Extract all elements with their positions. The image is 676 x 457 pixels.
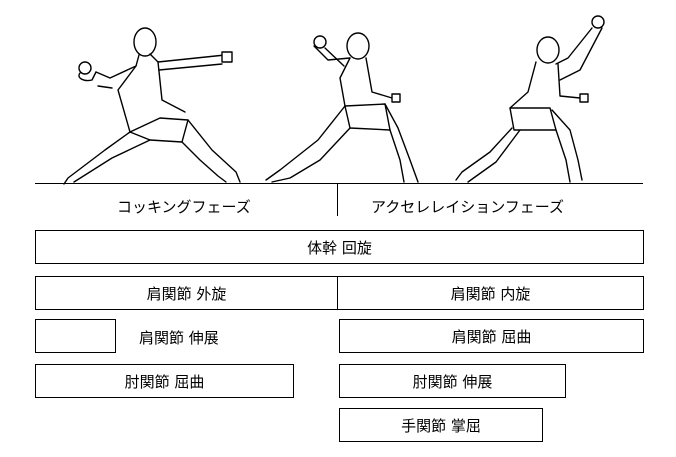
figure-cocking [63, 27, 241, 185]
shoulder-extension-label: 肩関節 伸展 [139, 329, 219, 347]
box-wrist-palmar-flexion: 手関節 掌屈 [339, 408, 543, 442]
box-trunk-rotation: 体幹 回旋 [35, 230, 644, 264]
box-elbow-flexion: 肘関節 屈曲 [35, 364, 294, 398]
shoulder-flexion-label: 肩関節 屈曲 [451, 327, 532, 346]
trunk-rotation-label: 体幹 回旋 [307, 238, 372, 257]
ground-line [35, 183, 643, 184]
figure-acceleration-late [455, 15, 605, 183]
shoulder-internal-rotation-label: 肩関節 内旋 [450, 284, 531, 303]
box-shoulder-external-rotation: 肩関節 外旋 [35, 276, 338, 310]
throwing-figures [63, 15, 605, 185]
phase-divider [337, 183, 338, 216]
elbow-extension-label: 肘関節 伸展 [412, 372, 493, 391]
box-shoulder-internal-rotation: 肩関節 内旋 [337, 276, 644, 310]
phase-label-cocking: コッキングフェーズ [117, 198, 251, 216]
box-shoulder-flexion: 肩関節 屈曲 [339, 319, 644, 353]
figure-acceleration-early [265, 32, 419, 183]
shoulder-external-rotation-label: 肩関節 外旋 [146, 284, 227, 303]
phase-label-acceleration: アクセレレイションフェーズ [371, 198, 565, 216]
box-shoulder-extension [35, 319, 116, 353]
box-elbow-extension: 肘関節 伸展 [339, 364, 566, 398]
elbow-flexion-label: 肘関節 屈曲 [124, 372, 205, 391]
wrist-palmar-flexion-label: 手関節 掌屈 [401, 416, 481, 435]
